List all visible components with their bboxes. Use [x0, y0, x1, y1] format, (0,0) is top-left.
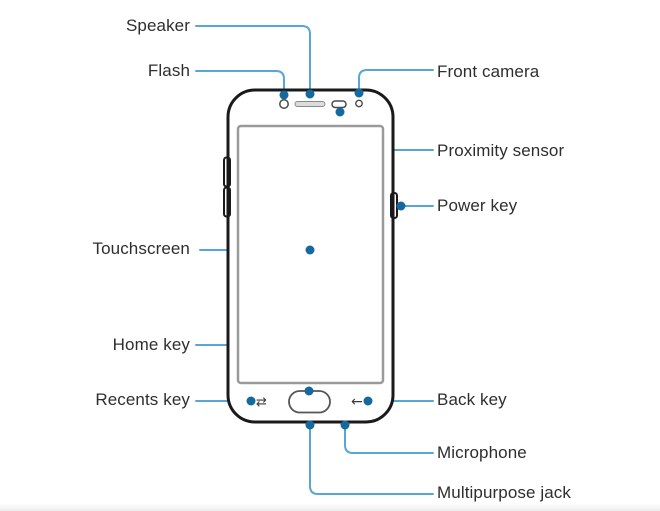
callout-line-speaker	[195, 25, 311, 92]
callout-dot-multipurpose-jack	[305, 420, 315, 430]
label-power-key: Power key	[437, 196, 518, 215]
callout-dot-microphone	[340, 420, 350, 430]
flash-lens	[279, 99, 289, 109]
callout-dot-back-key	[363, 396, 373, 406]
callout-dot-flash	[279, 90, 289, 100]
label-speaker: Speaker	[125, 16, 190, 35]
label-proximity-sensor: Proximity sensor	[437, 141, 565, 160]
callout-dots	[246, 88, 406, 430]
callout-dot-home-key	[304, 386, 314, 396]
back-key-icon: ←	[351, 394, 363, 410]
recents-key-icon: ⇄	[256, 395, 267, 410]
label-flash: Flash	[147, 61, 190, 80]
label-recents-key: Recents key	[95, 390, 190, 409]
callout-dot-front-camera	[354, 88, 364, 98]
device: ⇄ ←	[223, 88, 398, 424]
front-camera-lens	[355, 99, 363, 108]
callout-dot-touchscreen	[305, 245, 315, 255]
label-multipurpose-jack: Multipurpose jack	[437, 483, 571, 502]
proximity-sensor-window	[331, 100, 347, 109]
callout-line-front-camera	[358, 69, 434, 91]
speaker-grille	[294, 101, 326, 107]
callout-dot-recents-key	[246, 396, 256, 406]
label-front-camera: Front camera	[437, 62, 540, 81]
callout-line-microphone	[344, 424, 434, 454]
label-home-key: Home key	[112, 335, 190, 354]
callout-line-flash	[195, 70, 285, 93]
callout-dot-proximity-sensor	[335, 107, 345, 117]
callout-line-multipurpose-jack	[309, 424, 434, 495]
callout-dot-speaker	[305, 89, 315, 99]
touchscreen-area	[236, 124, 385, 385]
page-bottom-edge	[0, 503, 660, 511]
label-touchscreen: Touchscreen	[92, 239, 190, 258]
label-microphone: Microphone	[437, 443, 527, 462]
label-back-key: Back key	[437, 390, 507, 409]
callout-dot-power-key	[396, 201, 406, 211]
